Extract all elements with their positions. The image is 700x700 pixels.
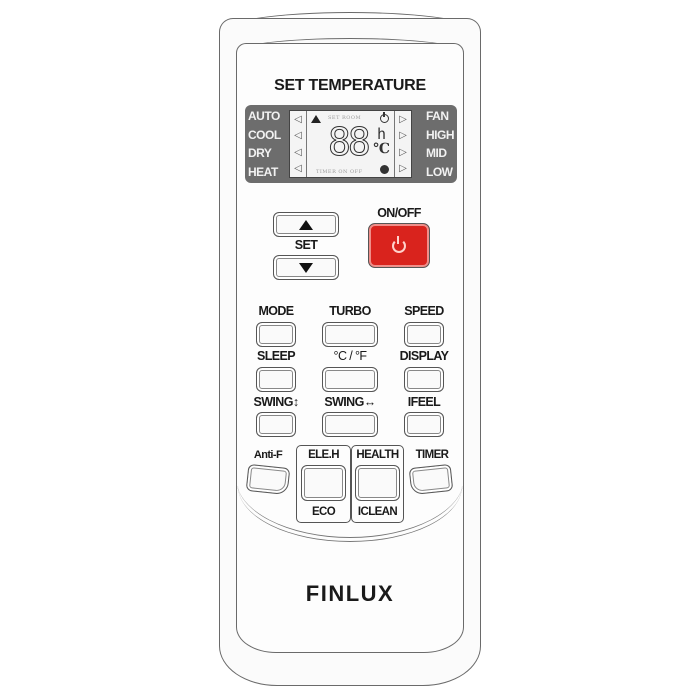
- eco-label: ECO: [311, 506, 336, 518]
- celsius-unit: ℃: [373, 141, 390, 157]
- triangle-down-icon: [299, 262, 313, 273]
- indicator-arrow-icon: ▷: [399, 130, 407, 142]
- timer-on-off-label: TIMER ON OFF: [316, 169, 363, 175]
- display-label: DISPLAY: [399, 349, 449, 363]
- fan-icon: [311, 115, 321, 123]
- eleh-eco-group: [296, 445, 351, 523]
- timer-button[interactable]: [408, 463, 454, 496]
- clock-icon: [380, 165, 389, 174]
- fan-mid: MID: [426, 146, 447, 160]
- power-button[interactable]: [368, 223, 430, 268]
- set-label: SET: [294, 238, 318, 252]
- anti-f-label: Anti-F: [253, 449, 283, 461]
- indicator-arrow-icon: ◁: [294, 163, 302, 175]
- anti-f-button[interactable]: [245, 463, 291, 496]
- speed-label: SPEED: [404, 304, 444, 318]
- power-icon: [392, 235, 406, 253]
- unit-toggle-button[interactable]: [322, 367, 378, 392]
- brand-logo: FINLUX: [305, 581, 395, 606]
- mode-indicator-column: ◁ ◁ ◁ ◁: [290, 111, 307, 177]
- indicator-arrow-icon: ▷: [399, 113, 407, 125]
- indicator-arrow-icon: ◁: [294, 113, 302, 125]
- turbo-button[interactable]: [322, 322, 378, 347]
- lcd-screen: ◁ ◁ ◁ ◁ SET ROOM 88 h ℃ TIMER ON OFF ▷ ▷…: [289, 110, 412, 178]
- iclean-label: ICLEAN: [357, 506, 398, 518]
- mode-list: AUTO COOL DRY HEAT: [248, 107, 281, 181]
- ifeel-label: IFEEL: [407, 395, 441, 409]
- health-iclean-group: [351, 445, 404, 523]
- set-room-label: SET ROOM: [328, 115, 362, 121]
- eleh-eco-button[interactable]: [301, 465, 346, 501]
- mode-button[interactable]: [256, 322, 296, 347]
- temperature-digits: 88: [328, 120, 372, 164]
- turbo-label: TURBO: [329, 304, 371, 318]
- fan-high: HIGH: [426, 127, 455, 142]
- lcd-segment-area: SET ROOM 88 h ℃ TIMER ON OFF: [308, 111, 393, 177]
- power-icon: [380, 112, 389, 123]
- health-iclean-button[interactable]: [355, 465, 400, 501]
- timer-label: TIMER: [415, 449, 449, 461]
- remote-top-edge: [219, 12, 481, 32]
- ifeel-button[interactable]: [404, 412, 444, 437]
- triangle-up-icon: [299, 219, 313, 230]
- fan-mode: FAN: [426, 109, 449, 123]
- fan-speed-list: FAN HIGH MID LOW: [426, 107, 455, 181]
- speed-button[interactable]: [404, 322, 444, 347]
- sleep-button[interactable]: [256, 367, 296, 392]
- sleep-label: SLEEP: [257, 349, 296, 363]
- button-cluster-edge-inner: [238, 486, 462, 542]
- display-button[interactable]: [404, 367, 444, 392]
- unit-toggle-label: °C / °F: [333, 349, 367, 363]
- swing-vertical-button[interactable]: [256, 412, 296, 437]
- indicator-arrow-icon: ▷: [399, 146, 407, 158]
- set-temperature-title: SET TEMPERATURE: [274, 77, 426, 94]
- swing-horizontal-label: SWING↔: [324, 395, 376, 409]
- fan-indicator-column: ▷ ▷ ▷ ▷: [394, 111, 411, 177]
- swing-horizontal-button[interactable]: [322, 412, 378, 437]
- indicator-arrow-icon: ◁: [294, 146, 302, 158]
- mode-cool: COOL: [248, 127, 281, 142]
- eleh-label: ELE.H: [308, 449, 339, 461]
- mode-dry: DRY: [248, 146, 272, 160]
- hour-unit: h: [376, 125, 386, 143]
- indicator-arrow-icon: ▷: [399, 163, 407, 175]
- lcd-panel: AUTO COOL DRY HEAT ◁ ◁ ◁ ◁ SET ROOM 88 h…: [245, 105, 457, 183]
- on-off-label: ON/OFF: [377, 206, 421, 220]
- indicator-arrow-icon: ◁: [294, 130, 302, 142]
- face-top-edge: [236, 38, 464, 52]
- mode-heat: HEAT: [248, 164, 278, 179]
- health-label: HEALTH: [356, 449, 399, 461]
- mode-auto: AUTO: [248, 109, 280, 123]
- temperature-up-button[interactable]: [273, 212, 339, 237]
- temperature-down-button[interactable]: [273, 255, 339, 280]
- mode-label: MODE: [258, 304, 294, 318]
- swing-vertical-label: SWING↕: [253, 395, 299, 409]
- fan-low: LOW: [426, 164, 453, 179]
